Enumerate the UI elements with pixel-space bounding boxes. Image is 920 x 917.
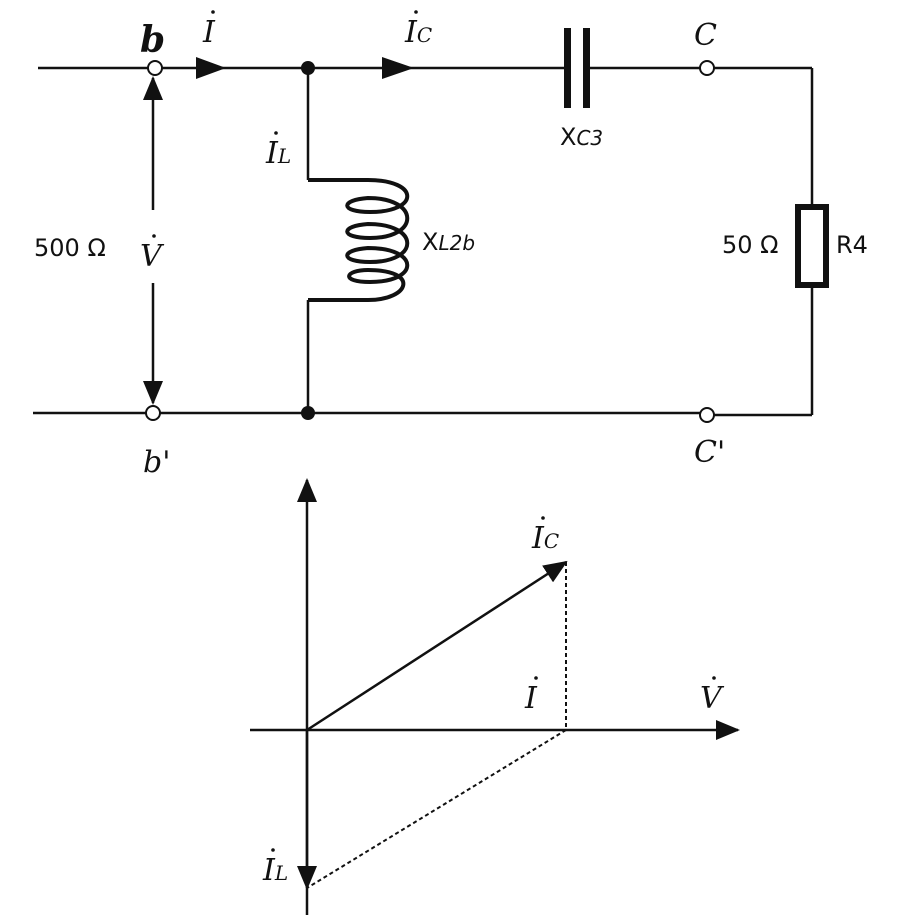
phasor-label-ic: IC	[531, 521, 559, 556]
label-i: I	[202, 15, 216, 50]
terminal-c-prime	[699, 407, 715, 423]
dot-accent	[414, 10, 418, 14]
label-500-ohm: 500 Ω	[34, 234, 106, 262]
terminal-b-prime	[145, 405, 161, 421]
phasor-label-il: IL	[262, 853, 288, 888]
dot-accent	[211, 10, 215, 14]
phasor-ic	[306, 560, 568, 732]
label-xc3: XC3	[560, 123, 603, 151]
label-50-ohm: 50 Ω	[722, 231, 779, 259]
phasor-label-i: I	[524, 681, 538, 716]
dot-accent	[152, 234, 156, 238]
dot-accent	[534, 676, 538, 680]
node-bottom	[301, 406, 315, 420]
label-c-prime: C'	[694, 435, 725, 470]
dot-accent	[274, 131, 278, 135]
terminal-b	[147, 60, 163, 76]
dot-accent	[541, 516, 545, 520]
phasor-label-v: V	[700, 681, 725, 716]
label-xl2b: XL2b	[422, 228, 475, 256]
current-arrow-i	[196, 57, 226, 79]
phasor-diagram: IC I V IL	[250, 478, 740, 915]
projection-dashed-il	[306, 729, 567, 889]
label-c: C	[694, 18, 717, 53]
capacitor-xc3	[564, 28, 590, 108]
dot-accent	[271, 848, 275, 852]
resistor-r4	[795, 204, 829, 288]
node-top	[301, 61, 315, 75]
terminal-c	[699, 60, 715, 76]
label-v: V	[140, 239, 165, 274]
inductor-xl2b	[306, 68, 410, 413]
label-r4: R4	[836, 231, 868, 259]
label-ic: IC	[404, 15, 432, 50]
dot-accent	[712, 676, 716, 680]
label-b: b	[140, 19, 165, 61]
phasor-dot-accents	[152, 10, 716, 852]
label-b-prime: b'	[143, 445, 170, 480]
label-il: IL	[265, 136, 291, 171]
current-arrow-ic	[382, 57, 414, 79]
